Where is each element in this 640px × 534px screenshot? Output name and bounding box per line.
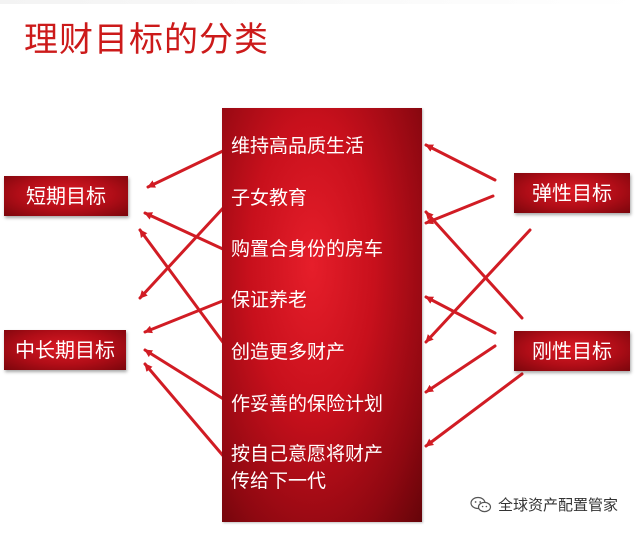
arrow-education-to-long <box>138 204 227 300</box>
arrow-rigid-to-retirement <box>424 295 497 335</box>
item-quality-life: 维持高品质生活 <box>231 135 365 157</box>
arrow-rigid-to-legacy <box>424 372 524 448</box>
item-more-wealth: 创造更多财产 <box>231 341 346 363</box>
item-child-education: 子女教育 <box>231 187 308 209</box>
item-retirement: 保证养老 <box>231 289 308 311</box>
mid-long-term-goal-box: 中长期目标 <box>4 330 126 370</box>
page-title: 理财目标的分类 <box>24 20 269 60</box>
arrow-rigid-to-house-car <box>424 210 524 320</box>
arrow-wealth-to-short <box>138 228 227 347</box>
item-legacy-line1: 按自己意愿将财产 <box>231 443 384 465</box>
item-house-car: 购置合身份的房车 <box>231 238 384 260</box>
arrow-elastic-to-education <box>424 194 495 225</box>
arrow-quality-life-to-short <box>146 148 227 189</box>
item-legacy-line2: 传给下一代 <box>231 470 327 492</box>
arrow-rigid-to-insurance <box>424 344 497 394</box>
arrow-elastic-to-wealth <box>424 228 532 344</box>
top-strip <box>0 0 640 4</box>
short-term-goal-box: 短期目标 <box>4 176 128 216</box>
arrow-elastic-to-quality-life <box>424 143 497 182</box>
elastic-goal-box: 弹性目标 <box>514 173 630 213</box>
watermark-text: 全球资产配置管家 <box>498 496 619 514</box>
goals-list-box <box>222 108 422 522</box>
arrow-legacy-to-long <box>143 362 227 460</box>
arrow-retirement-to-long <box>143 298 227 334</box>
item-insurance-plan: 作妥善的保险计划 <box>231 393 384 415</box>
watermark: 全球资产配置管家 <box>470 494 618 515</box>
rigid-goal-box: 刚性目标 <box>514 331 630 371</box>
wechat-icon <box>470 496 492 512</box>
arrow-house-car-to-short <box>143 211 227 252</box>
arrow-insurance-to-long <box>143 348 227 402</box>
